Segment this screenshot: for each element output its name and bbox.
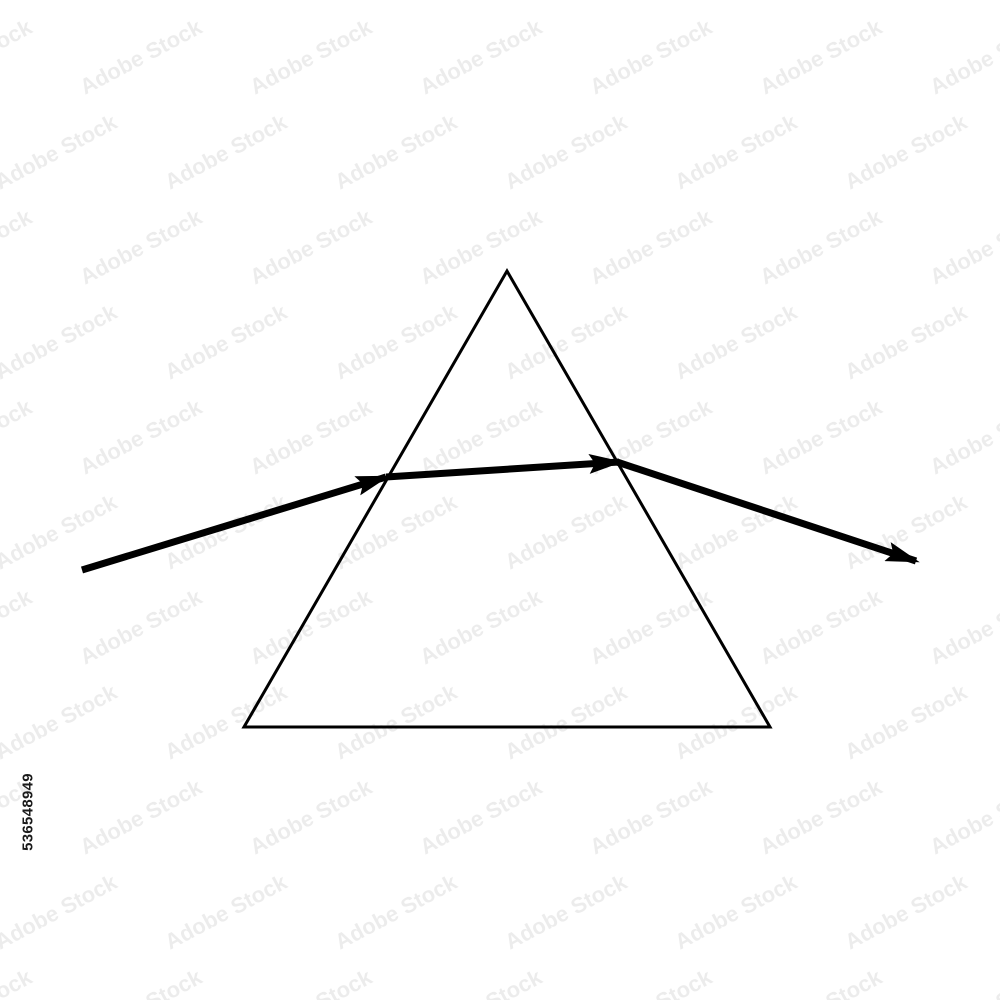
prism-triangle (241, 267, 773, 729)
stock-id-label: 536548949 (19, 773, 37, 851)
incident-ray (80, 473, 390, 574)
emergent-ray (615, 458, 920, 565)
internal-ray (385, 453, 623, 481)
